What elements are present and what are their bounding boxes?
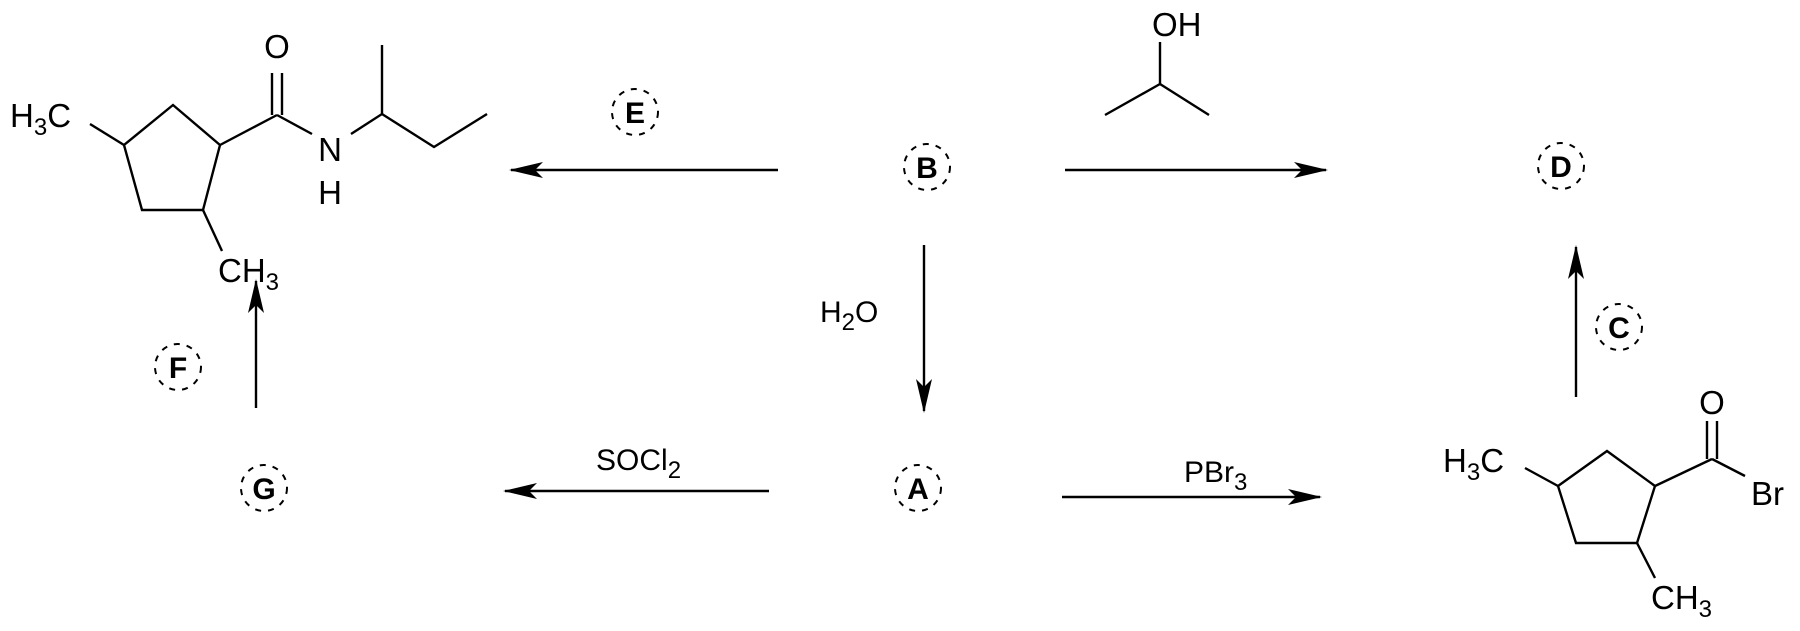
oxygen-atom: O bbox=[1699, 384, 1725, 421]
compound-label-b: B bbox=[903, 143, 951, 191]
methyl-bond bbox=[89, 122, 125, 147]
compound-label-g: G bbox=[240, 464, 288, 512]
thionyl-chloride-label: SOCl2 bbox=[596, 444, 681, 484]
sec-butyl-chain bbox=[350, 112, 488, 149]
dashed-circle bbox=[1595, 303, 1643, 351]
compound-letter: A bbox=[907, 473, 929, 506]
compound-label-e: E bbox=[611, 88, 659, 136]
compound-letter: D bbox=[1550, 151, 1572, 184]
water-reagent-label: H2O bbox=[820, 296, 878, 336]
compound-label-d: D bbox=[1537, 142, 1585, 190]
methyl-group-label: CH3 bbox=[218, 252, 279, 296]
compound-label-f: F bbox=[154, 343, 202, 391]
nitrogen-atom: N bbox=[318, 131, 342, 168]
compound-label-c: C bbox=[1595, 303, 1643, 351]
ring-carbonyl-bond bbox=[219, 113, 278, 147]
isopropanol-reagent: OH bbox=[1104, 6, 1210, 117]
dashed-circle bbox=[611, 88, 659, 136]
hydrogen-atom: H bbox=[318, 174, 342, 211]
c-br-bond bbox=[1711, 457, 1746, 478]
methyl-group-label: H3C bbox=[1443, 442, 1504, 486]
hydroxyl-label: OH bbox=[1152, 6, 1202, 43]
cyclopentane-ring bbox=[1556, 449, 1657, 545]
compound-letter: E bbox=[625, 97, 645, 130]
dashed-circle bbox=[240, 464, 288, 512]
pbr3-label: PBr3 bbox=[1184, 456, 1247, 496]
methyl-bond bbox=[1524, 466, 1559, 488]
compound-letter: C bbox=[1608, 312, 1630, 345]
acyl-bromide-structure: H3C O Br CH3 bbox=[1443, 384, 1784, 623]
methyl-bond bbox=[1635, 542, 1657, 579]
dashed-circle bbox=[894, 464, 942, 512]
methyl-group-label: CH3 bbox=[1651, 579, 1712, 623]
c-n-bond bbox=[276, 113, 313, 136]
methyl-bond bbox=[201, 209, 224, 252]
oxygen-atom: O bbox=[264, 28, 290, 65]
isopropyl-skeleton bbox=[1104, 82, 1210, 117]
amide-product-structure: H3C O N H CH3 bbox=[10, 28, 488, 296]
cyclopentane-ring bbox=[122, 103, 222, 212]
bromine-atom: Br bbox=[1751, 475, 1784, 512]
dashed-circle bbox=[154, 343, 202, 391]
compound-letter: F bbox=[169, 352, 187, 385]
compound-letter: B bbox=[916, 152, 938, 185]
methyl-group-label: H3C bbox=[10, 97, 71, 141]
dashed-circle bbox=[1537, 142, 1585, 190]
compound-letter: G bbox=[252, 473, 275, 506]
ring-carbonyl-bond bbox=[1654, 457, 1713, 488]
compound-label-a: A bbox=[894, 464, 942, 512]
dashed-circle bbox=[903, 143, 951, 191]
